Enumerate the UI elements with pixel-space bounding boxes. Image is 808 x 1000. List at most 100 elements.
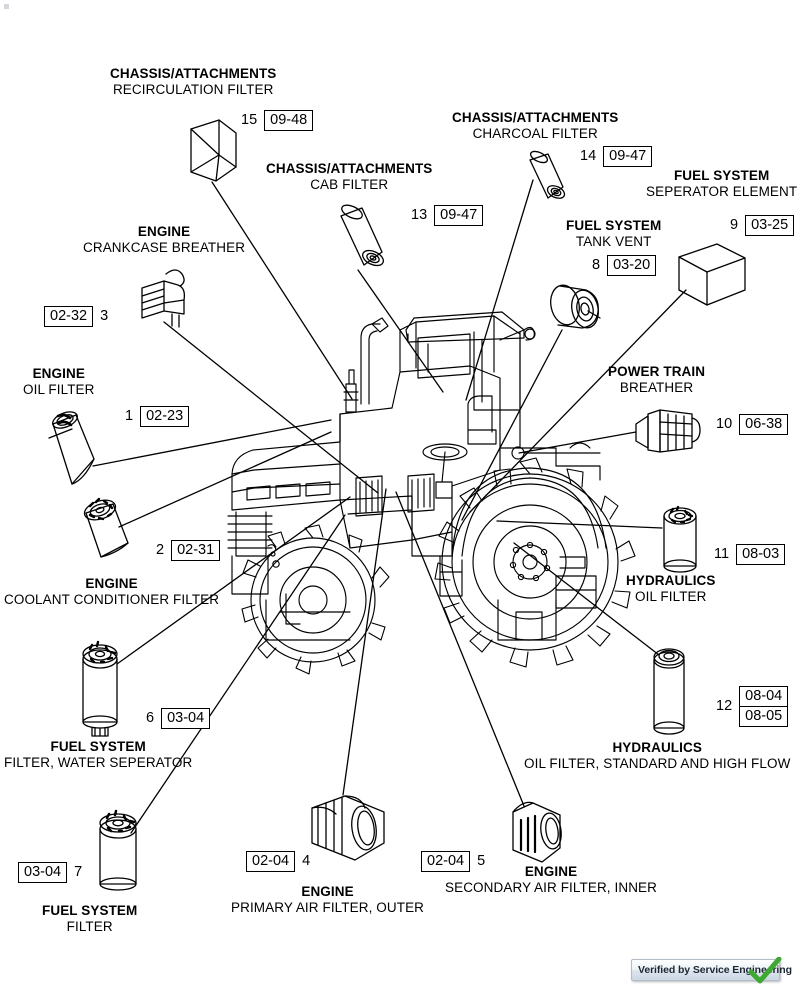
callout-4-text: ENGINE PRIMARY AIR FILTER, OUTER [231, 884, 424, 916]
ref-10[interactable]: 10 06-38 [716, 414, 789, 436]
ref-15-box[interactable]: 09-48 [264, 110, 314, 132]
callout-4-group: ENGINE [301, 884, 354, 899]
callout-1-group: ENGINE [32, 366, 85, 381]
part-2-coolant-conditioner-filter [83, 497, 129, 558]
verified-badge[interactable]: Verified by Service Engineering [631, 957, 792, 985]
callout-3-group: ENGINE [137, 224, 191, 239]
callout-15-group: CHASSIS/ATTACHMENTS [110, 66, 277, 81]
callout-13-name: CAB FILTER [310, 176, 389, 192]
ref-12[interactable]: 12 08-04 08-05 [716, 686, 789, 728]
callout-2-text: ENGINE COOLANT CONDITIONER FILTER [4, 576, 219, 608]
ref-2[interactable]: 2 02-31 [156, 540, 221, 562]
image-artifact [4, 4, 9, 9]
callout-13-text: CHASSIS/ATTACHMENTS CAB FILTER [266, 161, 432, 193]
callout-11-text: HYDRAULICS OIL FILTER [626, 573, 716, 605]
callout-8-text: FUEL SYSTEM TANK VENT [566, 218, 661, 250]
ref-10-number: 10 [716, 416, 733, 433]
callout-14-name: CHARCOAL FILTER [472, 125, 598, 141]
ref-4[interactable]: 02-04 4 [246, 851, 311, 873]
ref-8-box[interactable]: 03-20 [607, 255, 657, 277]
ref-8-number: 8 [592, 257, 601, 274]
part-15-recirculation-filter [190, 119, 237, 182]
ref-13[interactable]: 13 09-47 [411, 205, 484, 227]
callout-11-name: OIL FILTER [635, 588, 707, 604]
part-9-seperator-element [678, 243, 746, 306]
ref-14-number: 14 [580, 148, 597, 165]
ref-7[interactable]: 03-04 7 [18, 862, 83, 884]
callout-10-name: BREATHER [619, 379, 694, 395]
ref-13-box[interactable]: 09-47 [434, 205, 484, 227]
ref-3-box[interactable]: 02-32 [44, 306, 94, 328]
callout-12-text: HYDRAULICS OIL FILTER, STANDARD AND HIGH… [524, 740, 790, 772]
callout-6-text: FUEL SYSTEM FILTER, WATER SEPERATOR [4, 739, 192, 771]
callout-5-name: SECONDARY AIR FILTER, INNER [445, 879, 657, 895]
callout-3-name: CRANKCASE BREATHER [83, 239, 246, 255]
tractor-illustration [227, 311, 636, 675]
ref-14-box[interactable]: 09-47 [603, 146, 653, 168]
callout-12-group: HYDRAULICS [612, 740, 702, 755]
tractor-body [227, 311, 607, 641]
ref-2-box[interactable]: 02-31 [171, 540, 221, 562]
ref-7-number: 7 [74, 864, 83, 881]
part-5-secondary-air-filter [512, 801, 562, 863]
ref-5[interactable]: 02-04 5 [421, 851, 486, 873]
callout-7-group: FUEL SYSTEM [42, 903, 138, 918]
ref-12-box-2[interactable]: 08-05 [740, 706, 788, 726]
part-8-tank-vent [550, 284, 601, 329]
callout-15-name: RECIRCULATION FILTER [112, 81, 274, 97]
part-10-power-train-breather [635, 409, 701, 453]
callout-13-group: CHASSIS/ATTACHMENTS [266, 161, 433, 176]
ref-8[interactable]: 8 03-20 [592, 255, 657, 277]
ref-6-number: 6 [146, 710, 155, 727]
part-12-hydraulics-cartridge-filter [653, 648, 685, 735]
ref-13-number: 13 [411, 207, 428, 224]
ref-12-box-stack[interactable]: 08-04 08-05 [739, 686, 789, 728]
verified-badge-plate [631, 959, 780, 981]
ref-11-box[interactable]: 08-03 [736, 544, 786, 566]
ref-1-number: 1 [125, 408, 134, 425]
front-wheel [241, 524, 390, 675]
ref-15[interactable]: 15 09-48 [241, 110, 314, 132]
part-6-fuel-water-seperator-filter [82, 640, 118, 737]
ref-9[interactable]: 9 03-25 [730, 215, 795, 237]
ref-3[interactable]: 02-32 3 [44, 306, 109, 328]
ref-1[interactable]: 1 02-23 [125, 406, 190, 428]
ref-1-box[interactable]: 02-23 [140, 406, 190, 428]
leader-lines [92, 179, 687, 834]
callout-9-text: FUEL SYSTEM SEPERATOR ELEMENT [646, 168, 797, 200]
callout-7-text: FUEL SYSTEM FILTER [42, 903, 137, 935]
callout-8-name: TANK VENT [575, 233, 652, 249]
ref-6[interactable]: 6 03-04 [146, 708, 211, 730]
callout-3-text: ENGINE CRANKCASE BREATHER [83, 224, 245, 256]
ref-4-box[interactable]: 02-04 [246, 851, 296, 873]
callout-14-group: CHASSIS/ATTACHMENTS [452, 110, 619, 125]
ref-5-number: 5 [477, 853, 486, 870]
ref-3-number: 3 [100, 308, 109, 325]
ref-9-number: 9 [730, 217, 739, 234]
callout-10-text: POWER TRAIN BREATHER [608, 364, 705, 396]
callout-4-name: PRIMARY AIR FILTER, OUTER [231, 899, 425, 915]
ref-4-number: 4 [302, 853, 311, 870]
ref-11[interactable]: 11 08-03 [714, 544, 786, 566]
part-11-hydraulics-oil-filter [663, 505, 697, 573]
part-4-primary-air-filter [311, 795, 385, 861]
ref-10-box[interactable]: 06-38 [739, 414, 789, 436]
ref-14[interactable]: 14 09-47 [580, 146, 653, 168]
callout-7-name: FILTER [66, 918, 113, 934]
callout-5-text: ENGINE SECONDARY AIR FILTER, INNER [445, 864, 657, 896]
callout-1-text: ENGINE OIL FILTER [23, 366, 95, 398]
ref-7-box[interactable]: 03-04 [18, 862, 68, 884]
ref-6-box[interactable]: 03-04 [161, 708, 211, 730]
rear-wheel [434, 457, 636, 668]
ref-9-box[interactable]: 03-25 [745, 215, 795, 237]
callout-5-group: ENGINE [524, 864, 578, 879]
callout-9-name: SEPERATOR ELEMENT [646, 183, 798, 199]
callout-1-name: OIL FILTER [23, 381, 95, 397]
callout-9-group: FUEL SYSTEM [673, 168, 770, 183]
part-14-charcoal-filter [529, 150, 566, 199]
callout-8-group: FUEL SYSTEM [566, 218, 662, 233]
ref-12-box-1[interactable]: 08-04 [745, 688, 783, 704]
ref-5-box[interactable]: 02-04 [421, 851, 471, 873]
part-13-cab-filter [340, 204, 384, 267]
